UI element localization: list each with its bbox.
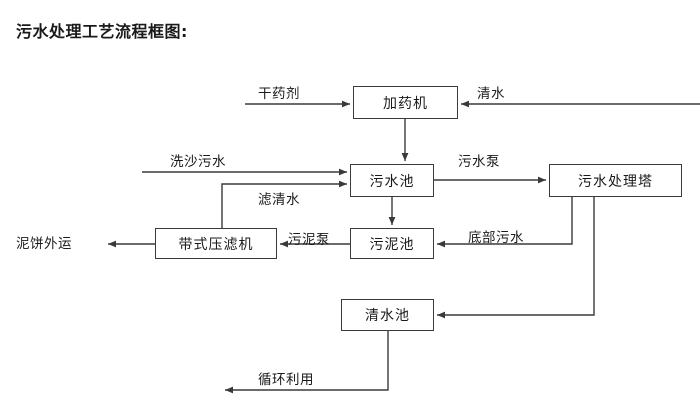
- node-sewage-pool-label: 污水池: [369, 173, 415, 190]
- node-clear-water-pool-label: 清水池: [365, 308, 410, 324]
- edge-treatment-tower-to-sludge-pool: [437, 197, 573, 248]
- edge-label-clean-water: 清水: [477, 86, 505, 102]
- edge-clear-water-pool-to-recycle-reuse: [225, 331, 389, 394]
- edge-label-filtered-water: 滤清水: [258, 192, 300, 208]
- page-title: 污水处理工艺流程框图:: [16, 22, 188, 41]
- node-sludge-pool[interactable]: 污泥池: [350, 228, 434, 259]
- edge-label-bottom-sewage: 底部污水: [468, 230, 524, 246]
- edge-label-dry-chemical: 干药剂: [258, 86, 300, 102]
- edge-label-sand-wash-sewage: 洗沙污水: [170, 154, 226, 170]
- edge-label-recycle-reuse: 循环利用: [258, 372, 314, 388]
- node-treatment-tower[interactable]: 污水处理塔: [549, 164, 682, 197]
- node-clear-water-pool[interactable]: 清水池: [341, 299, 434, 331]
- node-belt-filter-press-label: 带式压滤机: [178, 236, 254, 253]
- node-dosing-machine[interactable]: 加药机: [353, 86, 458, 119]
- node-sludge-pool-label: 污泥池: [369, 236, 415, 253]
- edge-filtered-water-to-sewage-pool: [221, 180, 347, 228]
- node-sewage-pool[interactable]: 污水池: [350, 164, 434, 197]
- edge-label-sludge-pump: 污泥泵: [288, 232, 330, 248]
- edge-label-sewage-pump: 污水泵: [458, 154, 500, 170]
- node-treatment-tower-label: 污水处理塔: [578, 173, 653, 190]
- edge-treatment-tower-to-clear-water-pool: [437, 197, 595, 319]
- terminal-mud-cake-out: 泥饼外运: [16, 236, 72, 252]
- node-belt-filter-press[interactable]: 带式压滤机: [155, 228, 277, 259]
- node-dosing-machine-label: 加药机: [383, 95, 428, 112]
